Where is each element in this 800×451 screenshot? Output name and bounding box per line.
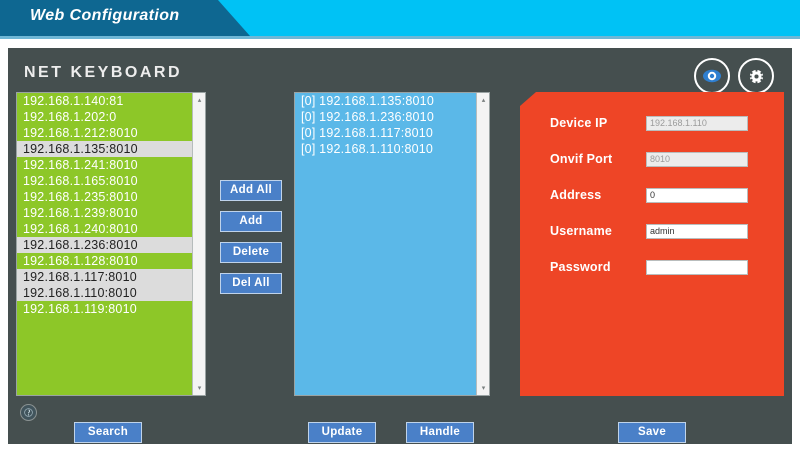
field-row-username: Username (550, 222, 778, 240)
scroll-up-icon[interactable]: ▴ (197, 97, 202, 104)
list-item[interactable]: 192.168.1.235:8010 (23, 190, 138, 204)
banner-dark-shape (0, 0, 250, 36)
device-ip-input[interactable] (646, 115, 748, 131)
gear-icon[interactable] (738, 58, 774, 94)
field-row-onvif-port: Onvif Port (550, 150, 778, 168)
scroll-down-icon[interactable]: ▾ (197, 385, 202, 392)
added-device-list-rows: [0] 192.168.1.135:8010 [0] 192.168.1.236:… (295, 93, 476, 157)
banner-underline (0, 36, 800, 39)
header-icon-group (694, 58, 774, 94)
add-all-button[interactable]: Add All (220, 180, 282, 201)
field-row-device-ip: Device IP (550, 114, 778, 132)
list-item[interactable]: [0] 192.168.1.135:8010 (301, 94, 434, 108)
device-list[interactable]: 192.168.1.140:81 192.168.1.202:0 192.168.1… (16, 92, 206, 396)
list-item[interactable]: 192.168.1.236:8010 (17, 237, 192, 253)
panels-area: 192.168.1.140:81 192.168.1.202:0 192.168.1… (8, 92, 792, 400)
username-label: Username (550, 224, 613, 238)
app-window: NET KEYBOARD (8, 48, 792, 444)
list-item[interactable]: [0] 192.168.1.117:8010 (301, 126, 434, 140)
list-item[interactable]: 192.168.1.240:8010 (23, 222, 138, 236)
eye-icon[interactable] (694, 58, 730, 94)
list-item[interactable]: 192.168.1.117:8010 (17, 269, 192, 285)
page-title: NET KEYBOARD (24, 64, 183, 81)
device-config-form: Device IP Onvif Port Address Username Pa… (520, 92, 784, 396)
search-button[interactable]: Search (74, 422, 142, 443)
list-item[interactable]: 192.168.1.165:8010 (23, 174, 138, 188)
list-item[interactable]: 192.168.1.212:8010 (23, 126, 138, 140)
address-input[interactable] (646, 187, 748, 203)
device-ip-label: Device IP (550, 116, 608, 130)
scroll-down-icon[interactable]: ▾ (481, 385, 486, 392)
added-device-list-scrollbar[interactable]: ▴ ▾ (476, 93, 489, 395)
onvif-port-label: Onvif Port (550, 152, 613, 166)
field-row-password: Password (550, 258, 778, 276)
transfer-button-group: Add All Add Delete Del All (220, 180, 282, 294)
onvif-port-input[interactable] (646, 151, 748, 167)
list-item[interactable]: 192.168.1.140:81 (23, 94, 124, 108)
username-input[interactable] (646, 223, 748, 239)
list-item[interactable]: [0] 192.168.1.110:8010 (301, 142, 434, 156)
handle-button[interactable]: Handle (406, 422, 474, 443)
delete-button[interactable]: Delete (220, 242, 282, 263)
update-button[interactable]: Update (308, 422, 376, 443)
help-icon[interactable] (20, 404, 37, 421)
banner-title: Web Configuration (30, 7, 180, 24)
bottom-button-bar: Search Update Handle Save (8, 422, 792, 444)
list-item[interactable]: 192.168.1.202:0 (23, 110, 117, 124)
device-list-scrollbar[interactable]: ▴ ▾ (192, 93, 205, 395)
add-button[interactable]: Add (220, 211, 282, 232)
address-label: Address (550, 188, 602, 202)
list-item[interactable]: 192.168.1.135:8010 (17, 141, 192, 157)
list-item[interactable]: 192.168.1.110:8010 (17, 285, 192, 301)
list-item[interactable]: 192.168.1.239:8010 (23, 206, 138, 220)
scroll-up-icon[interactable]: ▴ (481, 97, 486, 104)
added-device-list[interactable]: [0] 192.168.1.135:8010 [0] 192.168.1.236:… (294, 92, 490, 396)
del-all-button[interactable]: Del All (220, 273, 282, 294)
password-label: Password (550, 260, 611, 274)
password-input[interactable] (646, 259, 748, 275)
list-item[interactable]: [0] 192.168.1.236:8010 (301, 110, 434, 124)
list-item[interactable]: 192.168.1.241:8010 (23, 158, 138, 172)
field-row-address: Address (550, 186, 778, 204)
top-banner: Web Configuration (0, 0, 800, 36)
list-item[interactable]: 192.168.1.119:8010 (23, 302, 137, 316)
save-button[interactable]: Save (618, 422, 686, 443)
list-item[interactable]: 192.168.1.128:8010 (23, 254, 138, 268)
device-list-rows: 192.168.1.140:81 192.168.1.202:0 192.168.1… (17, 93, 192, 317)
